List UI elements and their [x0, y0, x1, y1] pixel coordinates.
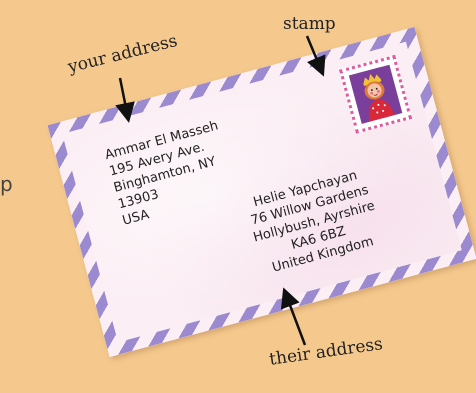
their-address-arrow [285, 292, 305, 345]
stamp-arrow [307, 36, 322, 72]
your-address-arrow [120, 78, 128, 118]
